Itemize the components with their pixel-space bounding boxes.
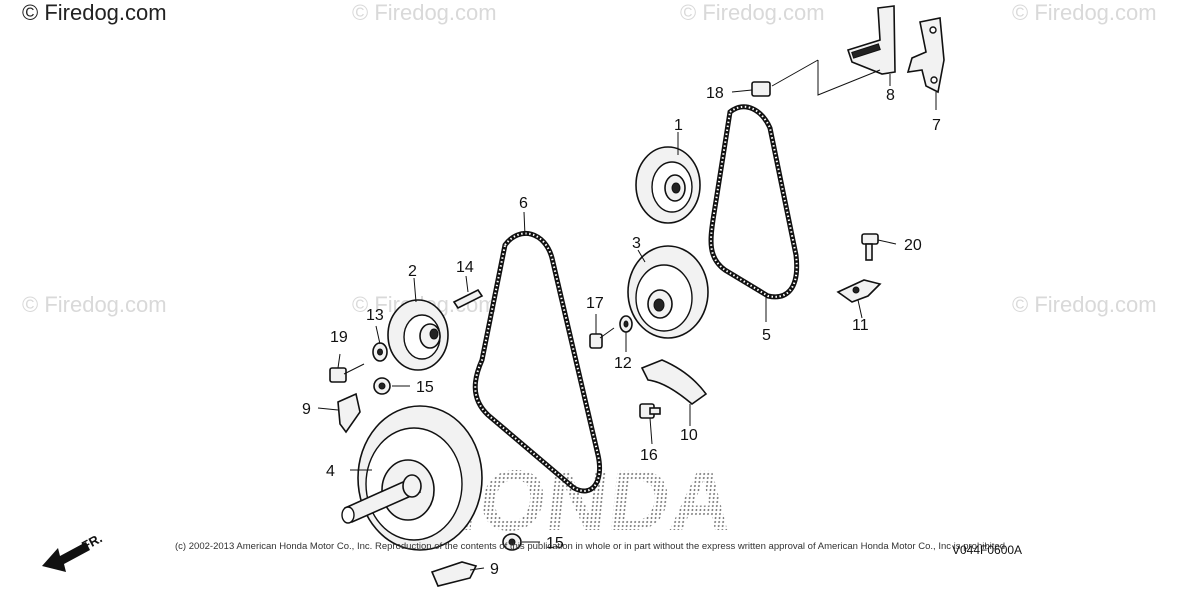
belt-guide-10 <box>640 359 708 406</box>
pulley-1 <box>635 146 701 224</box>
callout-13: 13 <box>366 307 384 324</box>
callout-10: 10 <box>680 427 698 444</box>
callout-9-lower: 9 <box>490 561 499 578</box>
drive-belt-5 <box>708 104 800 300</box>
watermark-mid-left: © Firedog.com <box>22 292 167 317</box>
bracket-7 <box>906 17 945 94</box>
washer-12 <box>619 315 633 333</box>
watermark-top-right: © Firedog.com <box>680 0 825 25</box>
callout-6: 6 <box>519 195 528 212</box>
bracket-8 <box>817 5 896 96</box>
pulley-shaft-4 <box>341 405 483 551</box>
key-14 <box>452 288 484 310</box>
callout-5: 5 <box>762 327 771 344</box>
callout-20: 20 <box>904 237 922 254</box>
callout-19: 19 <box>330 329 348 346</box>
callout-15-upper: 15 <box>416 379 434 396</box>
callout-4: 4 <box>326 463 335 480</box>
pulley-3 <box>627 245 709 339</box>
callout-14: 14 <box>456 259 474 276</box>
arrow-icon <box>42 542 90 572</box>
diagram-code: V044F0600A <box>952 543 1022 557</box>
watermark-top-far-right: © Firedog.com <box>1012 0 1157 25</box>
callout-15-lower: 15 <box>546 535 564 552</box>
front-direction-arrow: FR. <box>42 530 105 572</box>
callout-18: 18 <box>706 85 724 102</box>
callout-7: 7 <box>932 117 941 134</box>
clip-9-upper <box>337 392 361 434</box>
drive-belt-6 <box>472 231 602 494</box>
clip-11 <box>836 279 882 303</box>
bolt-20 <box>861 233 879 261</box>
nut-15-lower <box>502 533 522 551</box>
bolt-19 <box>329 363 365 383</box>
washer-13 <box>372 342 388 362</box>
watermark-top-left: © Firedog.com <box>22 0 167 25</box>
watermark-mid-right: © Firedog.com <box>1012 292 1157 317</box>
leader-lines <box>317 74 937 571</box>
bolt-17 <box>589 327 615 349</box>
callout-1: 1 <box>674 117 683 134</box>
pulley-2 <box>387 299 449 371</box>
callout-2: 2 <box>408 263 417 280</box>
callout-12: 12 <box>614 355 632 372</box>
nut-15-upper <box>373 377 391 395</box>
bolt-16 <box>639 403 661 419</box>
watermark-top-center: © Firedog.com <box>352 0 497 25</box>
copyright-notice: (c) 2002-2013 American Honda Motor Co., … <box>175 541 1005 551</box>
clip-9-lower <box>430 561 478 587</box>
callout-8: 8 <box>886 87 895 104</box>
callout-11: 11 <box>852 317 869 334</box>
callout-9-upper: 9 <box>302 401 311 418</box>
callout-16: 16 <box>640 447 658 464</box>
callout-3: 3 <box>632 235 641 252</box>
bolt-18 <box>751 59 819 97</box>
callout-17: 17 <box>586 295 604 312</box>
